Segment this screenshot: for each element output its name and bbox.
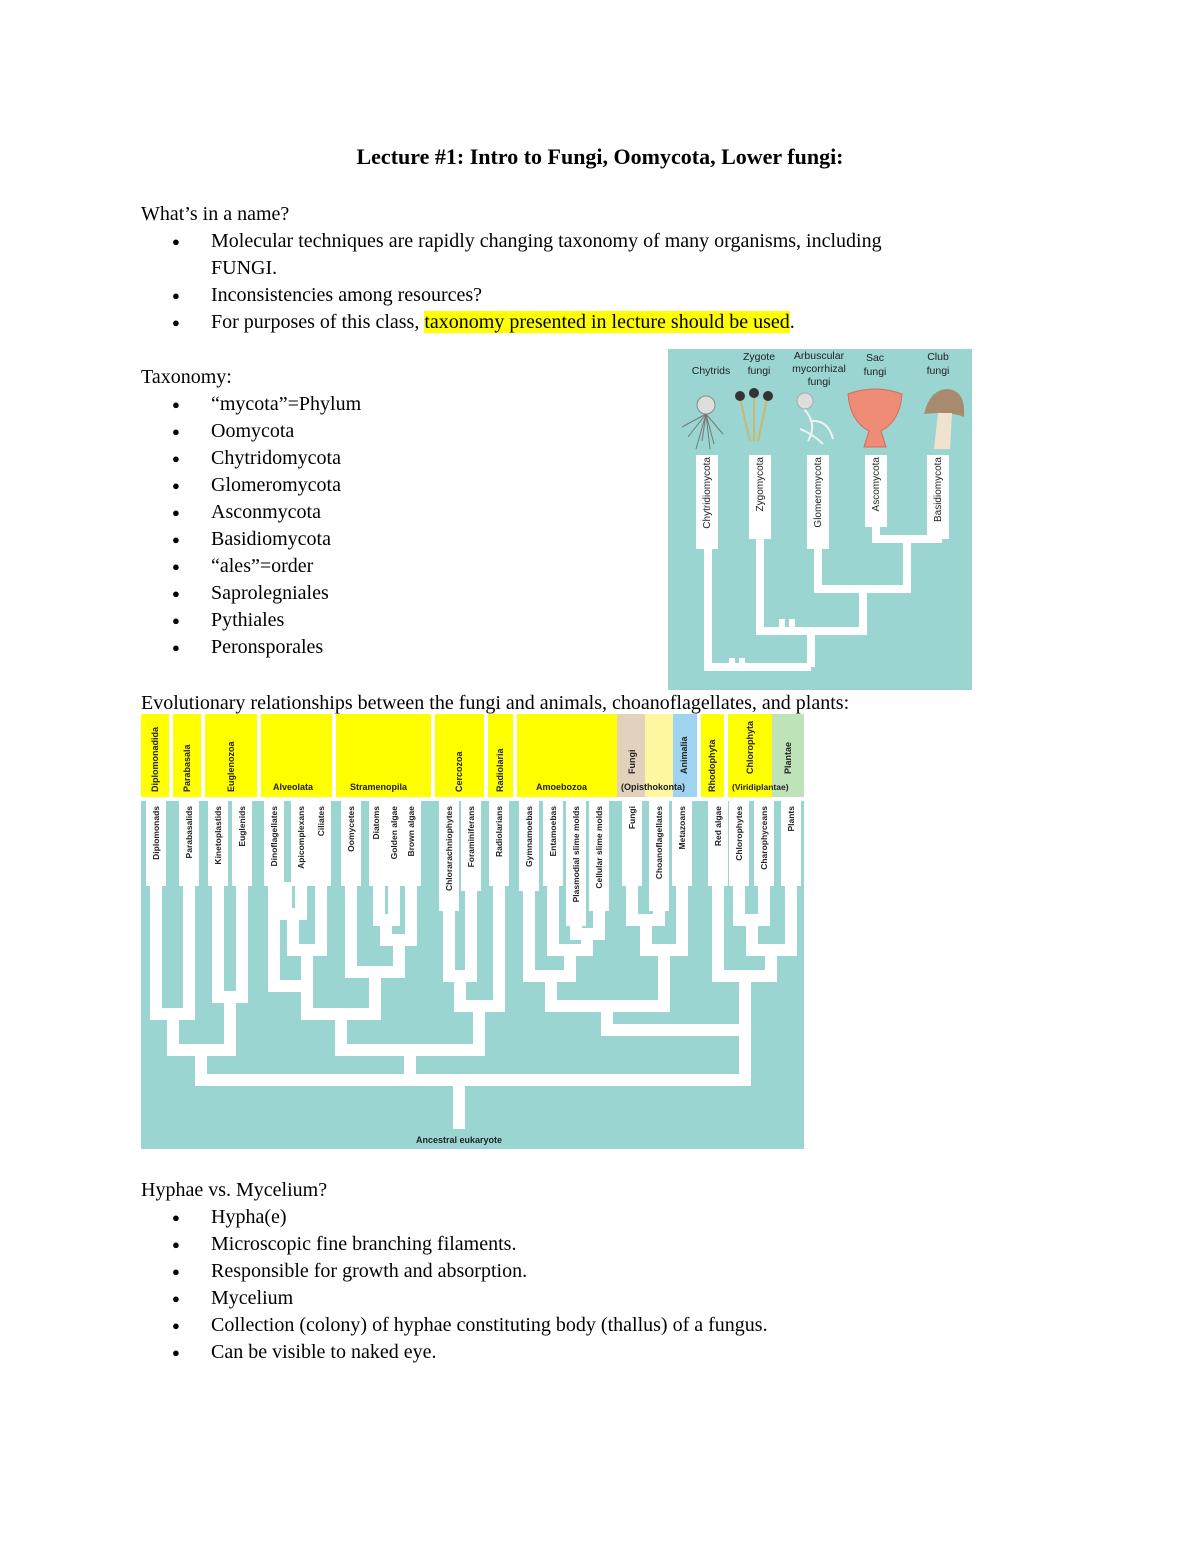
list-item: Hypha(e) <box>141 1204 768 1231</box>
taxon-label: Apicomplexans <box>296 806 306 869</box>
group-label: fungi <box>864 366 887 378</box>
supergroup-label: Stramenopila <box>350 782 408 792</box>
taxon-label-boxes <box>146 801 801 926</box>
taxon-label: Plants <box>786 806 796 832</box>
taxon-label: Kinetoplastids <box>213 806 223 865</box>
list-item: “ales”=order <box>141 553 361 580</box>
taxon-labels: Diplomonads Parabasalids Kinetoplastids … <box>151 806 796 903</box>
list-item: “mycota”=Phylum <box>141 391 361 418</box>
arbuscular-fungi-illustration <box>796 392 834 445</box>
taxon-label: Radiolarians <box>494 806 504 857</box>
sac-fungi-illustration <box>847 388 903 448</box>
list-item: Basidiomycota <box>141 526 361 553</box>
phylum-label: Chytridiomycota <box>702 457 713 529</box>
taxon-label: Plasmodial slime molds <box>571 806 581 903</box>
group-label: Zygote <box>743 351 775 363</box>
section-heading-evolution: Evolutionary relationships between the f… <box>141 692 850 714</box>
taxon-label: Charophyceans <box>759 806 769 870</box>
group-label: mycorrhizal <box>792 363 846 375</box>
highlighted-text: taxonomy presented in lecture should be … <box>424 311 790 333</box>
phylum-labels: Chytridiomycota Zygomycota Glomeromycota… <box>696 455 949 549</box>
taxon-label: Metazoans <box>677 806 687 850</box>
supergroup-label: Radiolaria <box>495 747 505 792</box>
taxon-label: Chlorophytes <box>734 806 744 861</box>
taxon-label: Entamoebas <box>548 806 558 857</box>
taxon-label: Diatoms <box>371 806 381 840</box>
root-label: Ancestral eukaryote <box>416 1135 502 1145</box>
tree-dots <box>729 619 795 666</box>
taxon-label: Euglenids <box>237 806 247 847</box>
group-label: Chytrids <box>692 365 731 377</box>
phylum-label: Ascomycota <box>871 457 882 512</box>
taxon-label: Gymnamoebas <box>524 806 534 867</box>
taxon-label: Cellular slime molds <box>594 806 604 889</box>
supergroup-label: Euglenozoa <box>226 741 236 792</box>
taxon-label: Red algae <box>713 806 723 846</box>
taxon-label: Brown algae <box>406 806 416 857</box>
taxon-label: Foraminiferans <box>466 806 476 868</box>
taxon-label: Dinoflagellates <box>269 806 279 867</box>
group-label: Arbuscular <box>794 350 845 362</box>
taxon-label: Oomycetes <box>346 806 356 852</box>
eukaryote-phylogeny-figure: Diplomonadida Parabasala Euglenozoa Alve… <box>141 714 804 1149</box>
supergroup-header: Diplomonadida Parabasala Euglenozoa Alve… <box>141 714 804 801</box>
list-item: Saprolegniales <box>141 580 361 607</box>
list-item: Responsible for growth and absorption. <box>141 1258 768 1285</box>
phylum-label: Glomeromycota <box>813 457 824 528</box>
tree-branches <box>150 882 797 1129</box>
taxon-label: Parabasalids <box>184 806 194 859</box>
phylum-label: Zygomycota <box>755 457 766 512</box>
list-item: Can be visible to naked eye. <box>141 1339 768 1366</box>
list-item: Collection (colony) of hyphae constituti… <box>141 1312 768 1339</box>
supergroup-label: Amoebozoa <box>536 782 588 792</box>
group-label: Club <box>927 351 949 363</box>
list-item: Peronsporales <box>141 634 361 661</box>
taxon-label: Fungi <box>627 806 637 829</box>
list-item: Oomycota <box>141 418 361 445</box>
list-item: Glomeromycota <box>141 472 361 499</box>
supergroup-label: (Viridiplantae) <box>732 782 789 792</box>
supergroup-label: Diplomonadida <box>150 726 160 792</box>
taxon-label: Golden algae <box>389 806 399 860</box>
supergroup-label: Plantae <box>783 742 793 774</box>
section-heading-taxonomy: Taxonomy: <box>141 366 232 388</box>
supergroup-label: Parabasala <box>182 743 192 792</box>
club-fungi-illustration <box>924 389 965 449</box>
list-item: For purposes of this class, taxonomy pre… <box>141 309 882 336</box>
supergroup-label: Alveolata <box>273 782 314 792</box>
taxonomy-list: “mycota”=Phylum Oomycota Chytridomycota … <box>141 391 361 661</box>
group-label: fungi <box>808 376 831 388</box>
list-item: Mycelium <box>141 1285 768 1312</box>
supergroup-label: Chlorophyta <box>745 720 755 774</box>
list-item: Microscopic fine branching filaments. <box>141 1231 768 1258</box>
phylum-label: Basidiomycota <box>933 457 944 522</box>
hyphae-list: Hypha(e) Microscopic fine branching fila… <box>141 1204 768 1366</box>
list-item: Molecular techniques are rapidly changin… <box>141 228 882 282</box>
supergroup-label: (Opisthokonta) <box>621 782 685 792</box>
group-label: fungi <box>748 365 771 377</box>
supergroup-label: Fungi <box>627 750 637 775</box>
section-heading-name: What’s in a name? <box>141 203 290 225</box>
section-heading-hyphae: Hyphae vs. Mycelium? <box>141 1179 328 1201</box>
supergroup-label: Cercozoa <box>454 750 464 792</box>
chytrid-illustration <box>681 395 724 450</box>
list-item: Asconmycota <box>141 499 361 526</box>
zygote-fungi-illustration <box>735 388 773 442</box>
group-label: Sac <box>866 352 884 364</box>
supergroup-label: Rhodophyta <box>707 739 717 792</box>
name-bullet-list: Molecular techniques are rapidly changin… <box>141 228 882 336</box>
taxon-label: Choanoflagellates <box>654 806 664 879</box>
taxon-label: Diplomonads <box>151 806 161 860</box>
group-label: fungi <box>927 365 950 377</box>
fungi-phylogeny-figure: Chytrids Zygote fungi Arbuscular mycorrh… <box>668 349 972 690</box>
list-item: Chytridomycota <box>141 445 361 472</box>
taxon-label: Chlorarachniophytes <box>444 806 454 891</box>
supergroup-label: Animalia <box>679 735 689 774</box>
taxon-label: Ciliates <box>316 806 326 837</box>
list-item: Pythiales <box>141 607 361 634</box>
page-title: Lecture #1: Intro to Fungi, Oomycota, Lo… <box>356 144 844 169</box>
list-item: Inconsistencies among resources? <box>141 282 882 309</box>
